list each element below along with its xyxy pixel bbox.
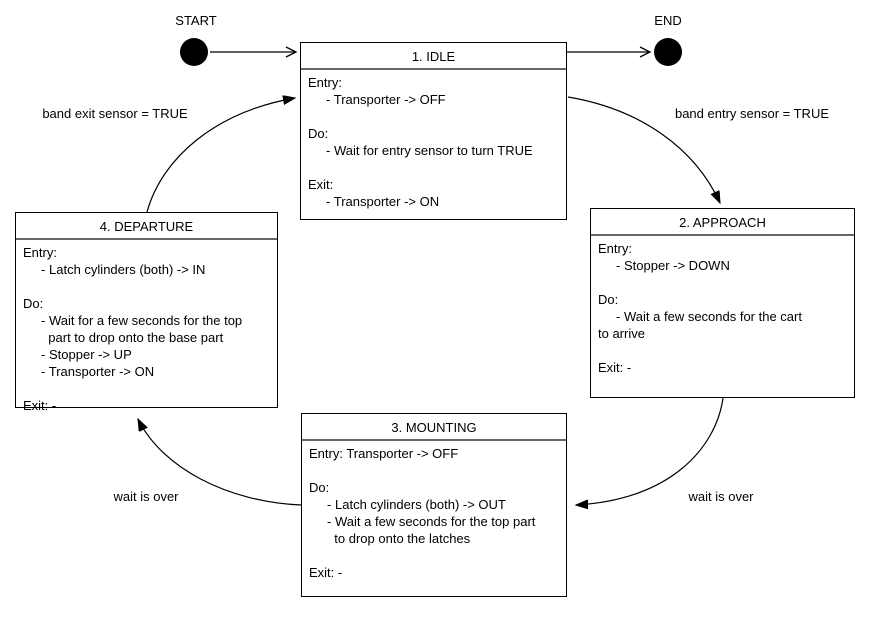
state-body-departure: Entry: - Latch cylinders (both) -> IN Do… xyxy=(23,245,243,413)
start-node xyxy=(180,38,208,66)
end-node-label: END xyxy=(654,13,682,28)
state-body-idle: Entry: - Transporter -> OFF Do: - Wait f… xyxy=(308,75,533,209)
transition-label-wait-is-over-left: wait is over xyxy=(113,489,179,504)
transition-label-band-entry-sensor: band entry sensor = TRUE xyxy=(674,106,830,121)
state-title-departure: 4. DEPARTURE xyxy=(16,213,277,240)
transition-label-band-exit-sensor: band exit sensor = TRUE xyxy=(42,106,188,121)
state-body-mounting: Entry: Transporter -> OFF Do: - Latch cy… xyxy=(309,446,536,580)
transition-label-wait-is-over-right: wait is over xyxy=(688,489,754,504)
state-title-idle: 1. IDLE xyxy=(301,43,566,70)
start-node-label: START xyxy=(175,13,217,28)
state-body-approach: Entry: - Stopper -> DOWN Do: - Wait a fe… xyxy=(598,241,802,375)
state-box-departure: 4. DEPARTURE Entry: - Latch cylinders (b… xyxy=(15,212,278,413)
state-box-idle: 1. IDLE Entry: - Transporter -> OFF Do: … xyxy=(300,42,567,220)
state-box-approach: 2. APPROACH Entry: - Stopper -> DOWN Do:… xyxy=(590,208,855,398)
state-title-approach: 2. APPROACH xyxy=(591,209,854,236)
end-node xyxy=(654,38,682,66)
state-box-mounting: 3. MOUNTING Entry: Transporter -> OFF Do… xyxy=(301,413,567,597)
state-title-mounting: 3. MOUNTING xyxy=(302,414,566,441)
